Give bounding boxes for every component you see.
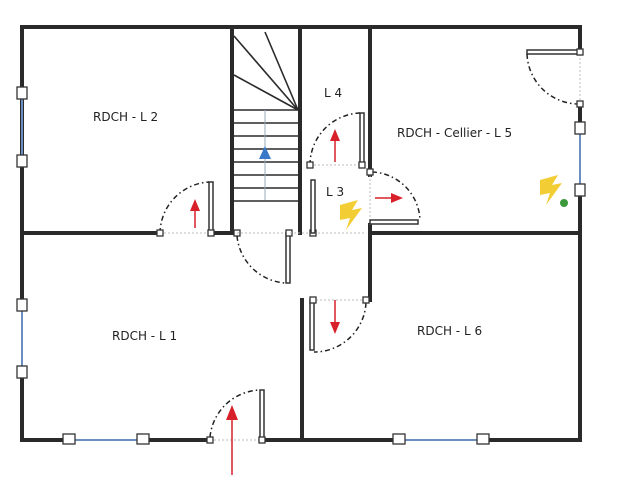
electric-hazard-icon xyxy=(540,175,568,207)
arrow-right-icon xyxy=(375,193,403,203)
interior-walls xyxy=(20,25,582,442)
doors xyxy=(156,48,584,444)
arrow-down-icon xyxy=(330,300,340,334)
windows xyxy=(16,86,586,445)
room-label-l6: RDCH - L 6 xyxy=(417,324,482,338)
room-label-l5: RDCH - Cellier - L 5 xyxy=(397,126,512,140)
flow-arrows xyxy=(190,129,403,475)
arrow-up-icon xyxy=(330,129,340,162)
room-label-l3: L 3 xyxy=(326,185,344,199)
room-label-l1: RDCH - L 1 xyxy=(112,329,177,343)
stair-arrow-icon xyxy=(259,146,271,159)
arrow-up-icon xyxy=(190,199,200,228)
room-label-l2: RDCH - L 2 xyxy=(93,110,158,124)
room-label-l4: L 4 xyxy=(324,86,342,100)
arrow-up-icon xyxy=(226,405,238,475)
electric-hazard-icon xyxy=(340,200,362,230)
staircase xyxy=(233,31,299,202)
